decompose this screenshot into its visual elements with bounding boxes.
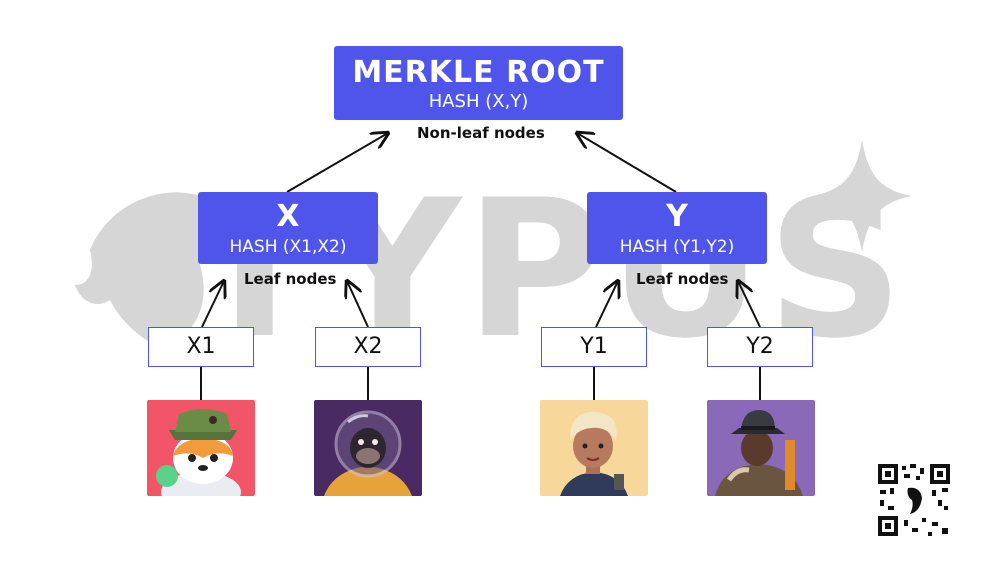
leaf-nodes-label-right: Leaf nodes — [636, 270, 729, 288]
edge-y2-to-y — [738, 281, 761, 328]
node-x-hash: HASH (X1,X2) — [229, 237, 347, 257]
node-y-title: Y — [666, 199, 688, 234]
node-y-hash: HASH (Y1,Y2) — [619, 237, 735, 257]
merkle-root-node: MERKLE ROOT HASH (X,Y) — [334, 46, 623, 120]
leaf-y1: Y1 — [541, 327, 647, 367]
root-hash: HASH (X,Y) — [428, 91, 529, 112]
edge-x2-to-x — [347, 281, 369, 328]
fox-avatar-icon — [147, 400, 255, 496]
fedora-man-avatar-icon — [707, 400, 815, 496]
node-x: X HASH (X1,X2) — [198, 192, 378, 264]
woman-avatar-icon — [540, 400, 648, 496]
edge-y1-to-y — [595, 281, 618, 328]
fish-logo-icon — [75, 192, 210, 350]
node-x-title: X — [276, 199, 300, 234]
qr-code-icon — [876, 462, 952, 538]
nonleaf-nodes-label: Non-leaf nodes — [417, 124, 545, 142]
root-title: MERKLE ROOT — [352, 55, 605, 90]
edge-x-to-root — [286, 133, 388, 193]
leaf-x2: X2 — [315, 327, 421, 367]
leaf-nodes-label-left: Leaf nodes — [244, 270, 337, 288]
leaf-y2: Y2 — [707, 327, 813, 367]
edge-x1-to-x — [201, 281, 224, 328]
sparkle-icon — [812, 140, 912, 252]
leaf-x1: X1 — [148, 327, 254, 367]
node-y: Y HASH (Y1,Y2) — [587, 192, 767, 264]
edge-y-to-root — [577, 133, 677, 193]
astronaut-ape-avatar-icon — [314, 400, 422, 496]
